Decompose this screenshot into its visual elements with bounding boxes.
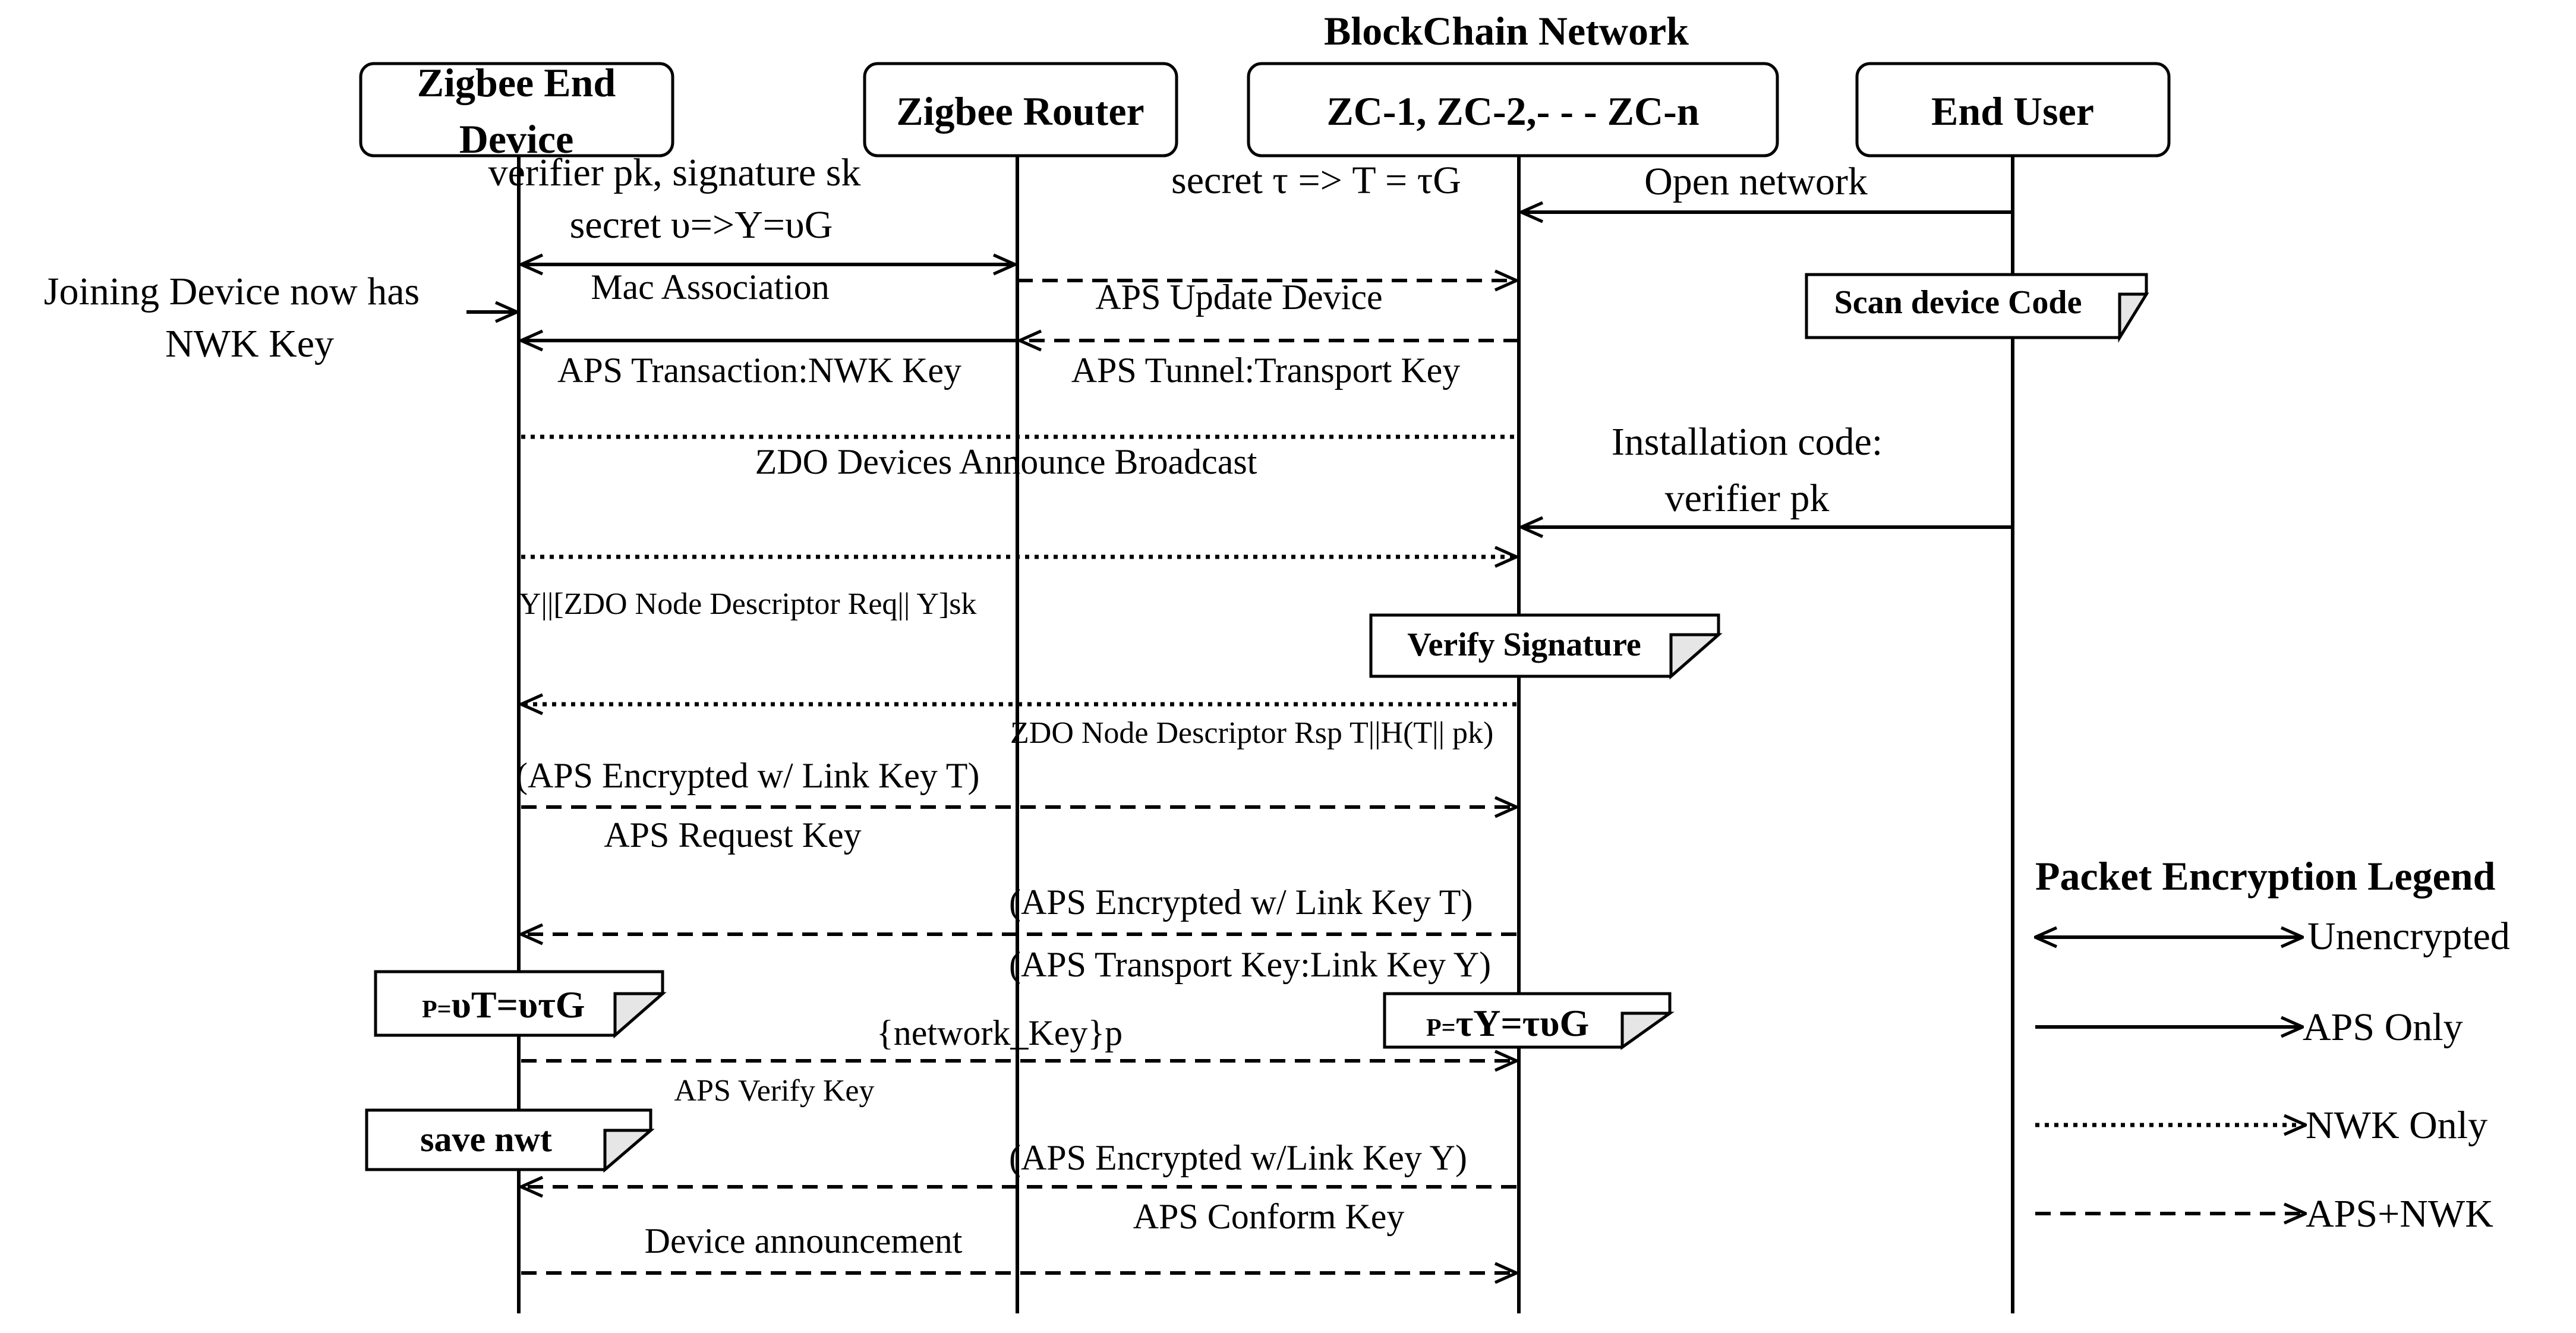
note-coordinator-p: P=τY=τυG	[1383, 992, 1675, 1050]
msg-aps-enc-t-1: (APS Encrypted w/ Link Key T)	[516, 756, 979, 795]
end-device-label-line2: Device	[459, 116, 574, 162]
router-label: Zigbee Router	[896, 89, 1144, 134]
note-verify-signature-text: Verify Signature	[1407, 626, 1641, 663]
msg-aps-transport-key-y: (APS Transport Key:Link Key Y)	[1009, 945, 1491, 984]
legend-title: Packet Encryption Legend	[2035, 853, 2496, 899]
msg-open-network: Open network	[1644, 160, 1868, 203]
end-user-label: End User	[1931, 89, 2094, 134]
coordinator-secret: secret τ => T = τG	[1171, 159, 1461, 202]
msg-install-line1: Installation code:	[1612, 420, 1883, 464]
msg-aps-enc-y: (APS Encrypted w/Link Key Y)	[1009, 1138, 1467, 1177]
side-note-line1: Joining Device now has	[44, 270, 420, 313]
msg-node-desc-req: Y||[ZDO Node Descriptor Req|| Y]sk	[519, 587, 976, 621]
msg-network-key: {network_Key}p	[876, 1013, 1123, 1052]
msg-install-line2: verifier pk	[1665, 477, 1830, 520]
note-scan-code-text: Scan device Code	[1834, 284, 2082, 321]
msg-aps-conform-key: APS Conform Key	[1133, 1197, 1405, 1236]
network-title: BlockChain Network	[1324, 8, 1689, 53]
legend-nwk-only-label: NWK Only	[2306, 1104, 2487, 1147]
msg-zdo-announce: ZDO Devices Announce Broadcast	[755, 442, 1257, 481]
msg-node-desc-rsp: ZDO Node Descriptor Rsp T||H(T|| pk)	[1010, 716, 1493, 750]
note-coordinator-p-text: P=τY=τυG	[1426, 1002, 1589, 1044]
msg-aps-enc-t-2: (APS Encrypted w/ Link Key T)	[1009, 883, 1473, 922]
legend-aps-only-label: APS Only	[2303, 1006, 2463, 1049]
note-device-p-text: P=υT=υτG	[422, 984, 585, 1026]
msg-aps-tunnel: APS Tunnel:Transport Key	[1071, 351, 1461, 390]
note-device-p: P=υT=υτG	[374, 970, 667, 1039]
end-device-label-line1: Zigbee End	[417, 60, 616, 105]
legend-unencrypted-label: Unencrypted	[2307, 915, 2510, 958]
note-coordinator-p-main: τY=τυG	[1456, 1002, 1590, 1044]
note-coordinator-p-small: P=	[1426, 1014, 1456, 1042]
msg-aps-request-key: APS Request Key	[604, 815, 861, 855]
side-note-line2: NWK Key	[165, 322, 334, 365]
note-device-p-main: υT=υτG	[452, 984, 585, 1026]
legend-aps-nwk-label: APS+NWK	[2306, 1192, 2493, 1236]
msg-aps-verify-key: APS Verify Key	[674, 1074, 874, 1108]
participant-router: Zigbee Router	[863, 62, 1178, 157]
msg-mac-association: Mac Association	[591, 267, 830, 307]
coordinators-label: ZC-1, ZC-2,- - - ZC-n	[1326, 89, 1699, 134]
participant-coordinators: ZC-1, ZC-2,- - - ZC-n	[1247, 62, 1779, 157]
note-device-p-small: P=	[422, 996, 452, 1023]
msg-device-announcement: Device announcement	[645, 1221, 963, 1260]
msg-aps-transaction: APS Transaction:NWK Key	[557, 351, 961, 390]
msg-aps-update-device: APS Update Device	[1095, 278, 1382, 317]
device-secret-line1: verifier pk, signature sk	[488, 151, 861, 194]
participant-end-user: End User	[1855, 62, 2171, 157]
participant-end-device: Zigbee End Device	[359, 60, 674, 162]
note-save-nwt: save nwt	[365, 1108, 655, 1173]
note-save-nwt-text: save nwt	[420, 1120, 552, 1159]
note-verify-signature: Verify Signature	[1369, 613, 1723, 680]
device-secret-line2: secret υ=>Y=υG	[570, 203, 833, 247]
note-scan-code: Scan device Code	[1805, 273, 2149, 343]
legend: Packet Encryption Legend Unencrypted APS…	[2035, 853, 2510, 1236]
